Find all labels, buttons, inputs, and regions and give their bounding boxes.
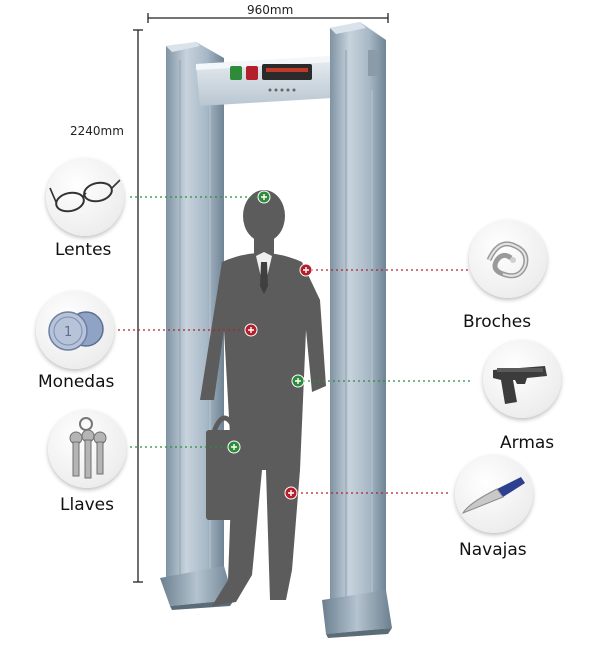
llaves-thumbnail bbox=[48, 410, 126, 488]
height-dimension-line bbox=[133, 29, 143, 583]
width-label: 960mm bbox=[247, 3, 294, 17]
keys-icon bbox=[69, 417, 107, 479]
height-label: 2240mm bbox=[70, 124, 124, 138]
knife-icon bbox=[461, 477, 525, 515]
navajas-thumbnail bbox=[455, 455, 533, 533]
marker-broches-icon bbox=[299, 263, 313, 277]
right-post bbox=[322, 22, 392, 638]
green-indicator-icon bbox=[230, 66, 242, 80]
marker-navajas-icon bbox=[284, 486, 298, 500]
llaves-label: Llaves bbox=[60, 495, 114, 515]
marker-llaves-icon bbox=[227, 440, 241, 454]
navajas-label: Navajas bbox=[459, 540, 527, 560]
coins-icon: 1 bbox=[48, 311, 104, 351]
red-indicator-icon bbox=[246, 66, 258, 80]
broches-thumbnail bbox=[469, 220, 547, 298]
armas-thumbnail bbox=[483, 340, 561, 418]
armas-label: Armas bbox=[500, 433, 555, 453]
marker-armas-icon bbox=[291, 374, 305, 388]
monedas-thumbnail: 1 bbox=[36, 291, 114, 369]
person-silhouette bbox=[200, 190, 326, 606]
glasses-icon bbox=[49, 179, 121, 213]
marker-lentes-icon bbox=[257, 190, 271, 204]
brooch-icon bbox=[486, 241, 529, 279]
top-crossbar bbox=[196, 56, 332, 106]
lentes-thumbnail bbox=[46, 158, 124, 236]
marker-monedas-icon bbox=[244, 323, 258, 337]
broches-label: Broches bbox=[463, 312, 532, 332]
lentes-label: Lentes bbox=[55, 240, 112, 260]
monedas-label: Monedas bbox=[38, 372, 115, 392]
svg-text:1: 1 bbox=[64, 325, 72, 340]
width-dimension-line bbox=[147, 13, 389, 23]
pistol-icon bbox=[493, 366, 547, 404]
